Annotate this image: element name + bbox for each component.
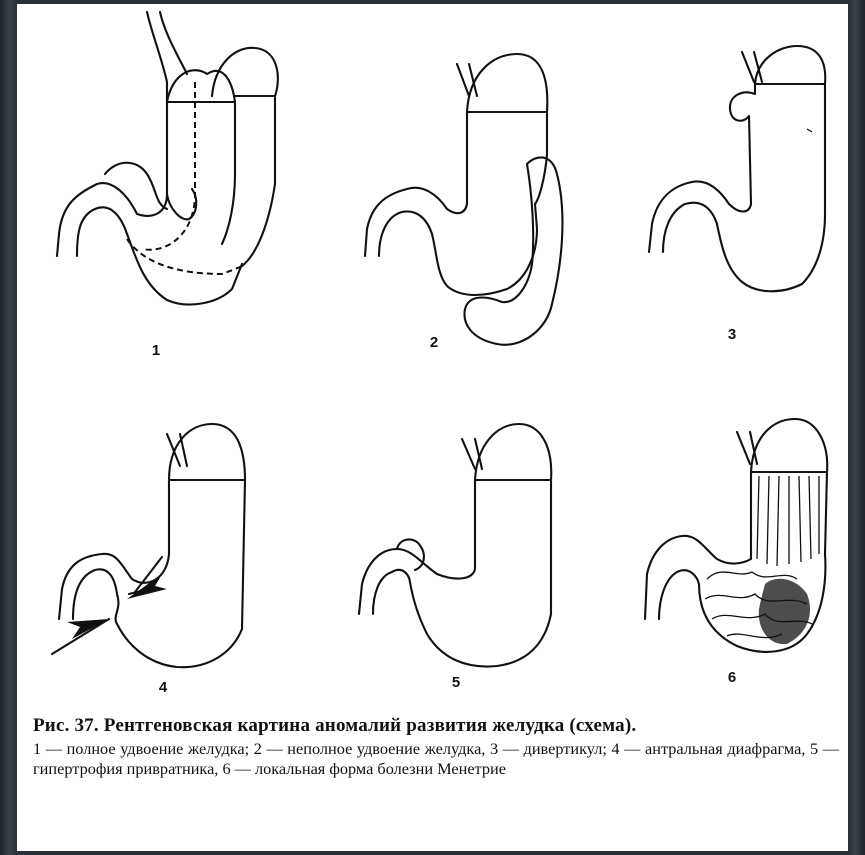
figure-3-drawing xyxy=(649,46,825,291)
figure-5-number: 5 xyxy=(446,674,466,691)
figure-4-drawing xyxy=(52,424,245,667)
figure-5-drawing xyxy=(359,424,551,667)
figure-sheet: 1 2 3 4 5 6 Рис. 37. Рентгеновская карти… xyxy=(17,4,848,851)
figure-grid: 1 2 3 4 5 6 xyxy=(17,4,848,704)
figure-caption: Рис. 37. Рентгеновская картина аномалий … xyxy=(33,716,839,779)
figure-3-number: 3 xyxy=(722,326,742,343)
caption-body: 1 — полное удвоение желудка; 2 — неполно… xyxy=(33,739,839,779)
figure-6-drawing xyxy=(645,419,827,652)
caption-title: Рис. 37. Рентгеновская картина аномалий … xyxy=(33,716,839,736)
figure-4-number: 4 xyxy=(153,679,173,696)
figure-1-number: 1 xyxy=(146,342,166,359)
figure-6-number: 6 xyxy=(722,669,742,686)
figure-2-number: 2 xyxy=(424,334,444,351)
figure-1-drawing xyxy=(57,12,278,304)
figure-2-drawing xyxy=(365,54,562,345)
stomach-diagrams xyxy=(17,4,848,704)
